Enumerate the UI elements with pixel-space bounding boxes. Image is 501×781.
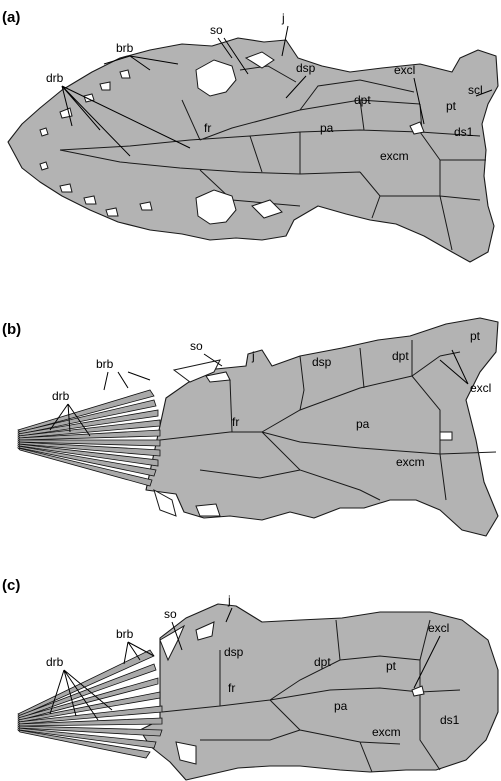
panel-a-letter: (a) bbox=[2, 9, 20, 26]
label-c-ds1: ds1 bbox=[440, 713, 460, 727]
panel-b: (b) so j brb drb dsp dpt pt bbox=[2, 318, 498, 536]
panel-a-fenestra-8 bbox=[60, 184, 72, 192]
panel-c-letter: (c) bbox=[2, 577, 20, 594]
label-a-pt: pt bbox=[446, 99, 457, 113]
panel-a-fenestra-10 bbox=[106, 208, 118, 216]
label-c-dsp: dsp bbox=[224, 645, 244, 659]
label-a-dpt: dpt bbox=[354, 93, 371, 107]
label-c-pa: pa bbox=[334, 699, 348, 713]
panel-b-rostral-rods bbox=[18, 390, 160, 486]
label-b-excm: excm bbox=[396, 455, 425, 469]
label-b-dsp: dsp bbox=[312, 355, 332, 369]
panel-a-fenestra-13 bbox=[40, 162, 48, 170]
label-a-j: j bbox=[281, 11, 285, 25]
label-a-scl: scl bbox=[468, 83, 483, 97]
label-b-fr: fr bbox=[232, 415, 239, 429]
label-c-dpt: dpt bbox=[314, 655, 331, 669]
panel-a-skull-outline bbox=[8, 38, 498, 262]
panel-a-fenestra-7 bbox=[120, 70, 130, 78]
label-b-so: so bbox=[190, 339, 203, 353]
label-c-excm: excm bbox=[372, 725, 401, 739]
label-b-pa: pa bbox=[356, 417, 370, 431]
label-c-so: so bbox=[164, 607, 177, 621]
label-c-fr: fr bbox=[228, 681, 235, 695]
panel-c-rostral-rods bbox=[18, 650, 162, 758]
label-b-j: j bbox=[251, 349, 255, 363]
label-b-excl: excl bbox=[470, 381, 491, 395]
label-a-dsp: dsp bbox=[296, 61, 316, 75]
label-c-drb: drb bbox=[46, 655, 64, 669]
label-a-pa: pa bbox=[320, 121, 334, 135]
label-b-pt: pt bbox=[470, 329, 481, 343]
label-c-brb: brb bbox=[116, 627, 134, 641]
panel-c: (c) j so brb drb dsp dpt pt excl bbox=[2, 577, 498, 780]
panel-a-fenestra-12 bbox=[40, 128, 48, 136]
label-a-excl: excl bbox=[394, 63, 415, 77]
label-b-dpt: dpt bbox=[392, 349, 409, 363]
panel-a-fenestra-9 bbox=[84, 196, 96, 204]
label-c-pt: pt bbox=[386, 659, 397, 673]
label-b-brb: brb bbox=[96, 357, 114, 371]
panel-a-fenestra-11 bbox=[140, 202, 152, 210]
panel-b-opening-4 bbox=[196, 504, 220, 516]
panel-a-fenestra-6 bbox=[100, 82, 110, 90]
label-a-so: so bbox=[210, 23, 223, 37]
label-a-drb: drb bbox=[46, 71, 64, 85]
label-a-brb: brb bbox=[116, 41, 134, 55]
panel-b-letter: (b) bbox=[2, 321, 21, 338]
label-a-ds1: ds1 bbox=[454, 125, 474, 139]
panel-b-opening-5 bbox=[440, 432, 452, 440]
panel-a: (a) j so brb drb dsp excl scl dpt pt fr … bbox=[2, 9, 498, 262]
label-a-excm: excm bbox=[380, 149, 409, 163]
label-b-drb: drb bbox=[52, 389, 70, 403]
label-c-j: j bbox=[227, 593, 231, 607]
label-c-excl: excl bbox=[428, 621, 449, 635]
label-a-fr: fr bbox=[204, 121, 211, 135]
